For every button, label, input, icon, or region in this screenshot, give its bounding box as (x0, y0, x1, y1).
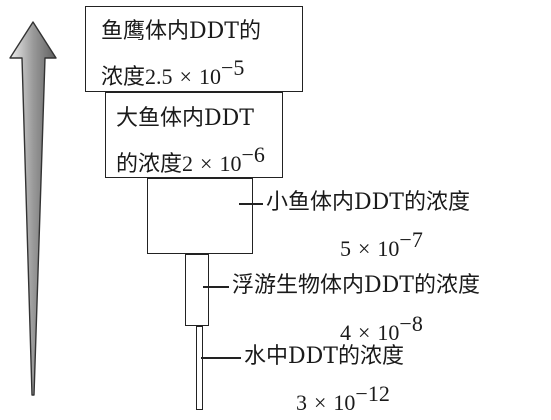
eagle-label-line2: 浓度 (101, 65, 146, 90)
eagle-exp: −5 (220, 55, 245, 80)
plankton-times: × (358, 320, 371, 345)
small-fish-exp: −7 (399, 227, 423, 252)
plankton-exp: −8 (399, 311, 423, 336)
plankton-box (185, 254, 209, 326)
water-times: × (314, 390, 327, 415)
eagle-label: 鱼鹰体内DDT的 (101, 16, 261, 48)
water-base: 10 (333, 390, 356, 415)
big-fish-base: 10 (219, 151, 242, 176)
eagle-base: 10 (198, 64, 221, 89)
plankton-label-text: 浮游生物体内DDT的浓度 (232, 273, 480, 298)
water-leader-line (201, 357, 241, 359)
plankton-leader-line (203, 286, 229, 288)
small-fish-label: 小鱼体内DDT的浓度 (266, 187, 470, 219)
eagle-concentration: 浓度2.5 × 10−5 (101, 52, 244, 94)
big-fish-label: 大鱼体内DDT (116, 103, 254, 135)
eagle-label-line1: 鱼鹰体内DDT的 (101, 19, 261, 44)
small-fish-coef: 5 (340, 236, 351, 261)
upward-arrow-icon (9, 21, 57, 396)
eagle-coef: 2.5 (145, 64, 173, 89)
plankton-concentration: 4 × 10−8 (340, 308, 423, 350)
big-fish-label-line2: 的浓度 (116, 152, 183, 177)
small-fish-box (147, 178, 253, 254)
eagle-box (85, 6, 303, 92)
small-fish-concentration: 5 × 10−7 (340, 224, 423, 266)
big-fish-coef: 2 (182, 151, 194, 176)
small-fish-times: × (358, 236, 371, 261)
big-fish-box (105, 92, 283, 178)
water-coef: 3 (296, 390, 307, 415)
water-box (196, 326, 203, 410)
big-fish-label-line1: 大鱼体内DDT (116, 106, 254, 131)
water-concentration: 3 × 10−12 (296, 378, 390, 420)
water-exp: −12 (355, 381, 390, 406)
big-fish-concentration: 的浓度2 × 10−6 (116, 139, 265, 181)
small-fish-leader-line (239, 203, 263, 205)
small-fish-base: 10 (377, 236, 400, 261)
plankton-label: 浮游生物体内DDT的浓度 (232, 270, 480, 302)
plankton-coef: 4 (340, 320, 351, 345)
eagle-times: × (179, 64, 192, 89)
big-fish-times: × (200, 151, 213, 176)
plankton-base: 10 (377, 320, 400, 345)
water-label: 水中DDT的浓度 (244, 341, 404, 373)
big-fish-exp: −6 (241, 142, 265, 167)
small-fish-label-text: 小鱼体内DDT的浓度 (266, 190, 470, 215)
water-label-text: 水中DDT的浓度 (244, 344, 404, 369)
